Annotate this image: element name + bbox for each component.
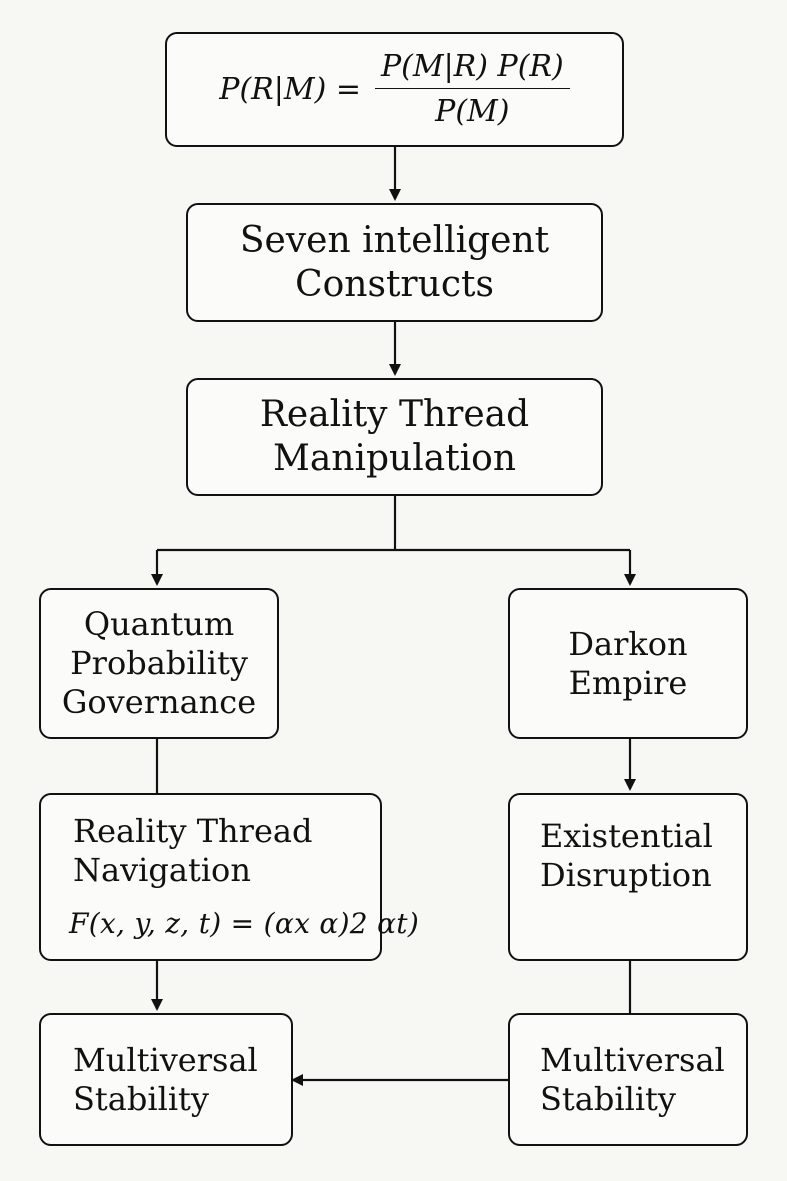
stability-right-line2: Stability <box>540 1079 676 1118</box>
stability-left-line1: Multiversal <box>73 1040 258 1079</box>
quantum-line1: Quantum <box>83 605 235 643</box>
multiversal-stability-left-box: Multiversal Stability <box>39 1013 293 1146</box>
stability-left-line2: Stability <box>73 1079 209 1118</box>
darkon-empire-box: Darkon Empire <box>508 588 748 739</box>
disruption-line1: Existential <box>540 817 713 855</box>
disruption-line2: Disruption <box>540 856 712 894</box>
navigation-line2: Navigation <box>73 850 251 889</box>
quantum-line2: Probability <box>70 644 248 682</box>
formula-lhs: P(R|M) = <box>219 72 361 107</box>
darkon-line2: Empire <box>568 663 688 702</box>
seven-constructs-line1: Seven intelligent <box>239 219 550 261</box>
formula-denominator: P(M) <box>435 94 510 129</box>
formula-numerator: P(M|R) P(R) <box>374 50 570 89</box>
reality-thread-manipulation-box: Reality Thread Manipulation <box>186 378 603 496</box>
stability-right-line1: Multiversal <box>540 1040 725 1079</box>
quantum-probability-governance-box: Quantum Probability Governance <box>39 588 279 739</box>
navigation-equation: F(x, y, z, t) = (αx α)2 αt) <box>69 906 420 940</box>
bayes-formula-box: P(R|M) = P(M|R) P(R) P(M) <box>165 32 624 147</box>
darkon-line1: Darkon <box>568 624 688 663</box>
quantum-line3: Governance <box>61 683 257 721</box>
navigation-line1: Reality Thread <box>73 811 313 850</box>
manipulation-line2: Manipulation <box>272 438 517 479</box>
existential-disruption-box: Existential Disruption <box>508 793 748 961</box>
formula-fraction: P(M|R) P(R) P(M) <box>374 50 570 129</box>
reality-thread-navigation-box: Reality Thread Navigation F(x, y, z, t) … <box>39 793 420 961</box>
seven-constructs-box: Seven intelligent Constructs <box>186 203 603 322</box>
manipulation-line1: Reality Thread <box>259 394 530 435</box>
multiversal-stability-right-box: Multiversal Stability <box>508 1013 748 1146</box>
seven-constructs-line2: Constructs <box>295 263 494 305</box>
